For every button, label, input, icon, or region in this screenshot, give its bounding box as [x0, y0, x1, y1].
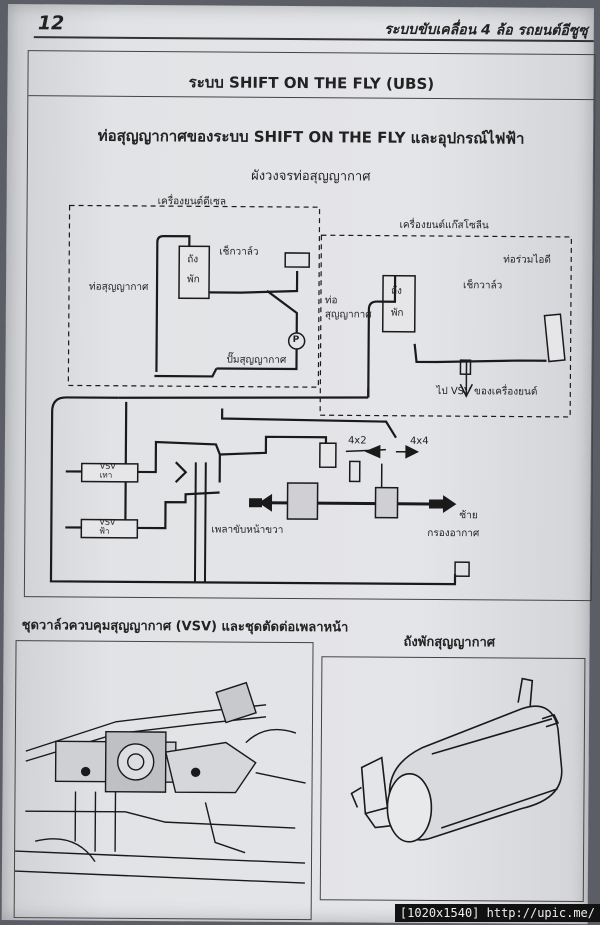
- section-frame: ระบบ SHIFT ON THE FLY (UBS) ท่อสุญญากาศข…: [23, 50, 596, 602]
- label-check-valve-diesel: เช็กวาล์ว: [219, 246, 259, 258]
- label-vacuum-pipe-gas-2: สุญญากาศ: [324, 309, 372, 321]
- label-tank-gas-1: ถัง: [390, 285, 402, 297]
- label-tank-gas-2: พัก: [390, 307, 404, 319]
- label-check-valve-gas: เช็กวาล์ว: [463, 280, 503, 292]
- label-pump-symbol: P: [292, 334, 300, 346]
- label-air-filter: กรองอากาศ: [427, 527, 480, 540]
- label-vsv-gray-1: VSV: [99, 461, 116, 471]
- label-tank-diesel-1: ถัง: [187, 254, 199, 266]
- label-vsv-blue-2: ฟ้า: [99, 526, 110, 536]
- page-number: 12: [37, 12, 65, 35]
- section-subtitle: ท่อสุญญากาศของระบบ SHIFT ON THE FLY และอ…: [97, 126, 525, 148]
- label-tank-diesel-2: พัก: [187, 274, 200, 286]
- label-vacuum-pipe-diesel: ท่อสุญญากาศ: [88, 281, 149, 293]
- label-front-shaft: เพลาขับหน้าขวา: [211, 524, 284, 536]
- circuit-svg: [49, 204, 572, 586]
- vacuum-circuit-diagram: เครื่องยนต์ดีเซล เครื่องยนต์แก๊สโซลีน ถั…: [25, 181, 594, 595]
- vsv-assembly-panel: [13, 640, 314, 921]
- label-4x2: 4x2: [347, 435, 367, 447]
- caption-vsv-assembly: ชุดวาล์วควบคุมสุญญากาศ (VSV) และชุดตัดต่…: [21, 618, 349, 636]
- label-to-vsv: ไป VSV ของเครื่องยนต์: [436, 385, 538, 398]
- vsv-assembly-illustration: [14, 681, 306, 884]
- label-vsv-gray-2: เทา: [99, 470, 113, 480]
- label-intake-pipe: ท่อร่วมไอดี: [503, 254, 551, 266]
- label-vacuum-pipe-gas-1: ท่อ: [324, 295, 338, 307]
- label-vacuum-pump: ปั๊มสุญญากาศ: [226, 354, 287, 366]
- manual-page: 12 ระบบขับเคลื่อน 4 ล้อ รถยนต์อีซูซุ ระบ…: [1, 4, 596, 925]
- vacuum-tank-illustration: [350, 677, 563, 843]
- label-gasoline-engine: เครื่องยนต์แก๊สโซลีน: [399, 219, 489, 232]
- vacuum-tank-panel: [319, 656, 586, 903]
- label-left: ซ้าย: [459, 510, 478, 522]
- label-4x4: 4x4: [409, 435, 429, 447]
- label-vsv-blue-1: VSV: [99, 517, 116, 527]
- caption-vacuum-tank: ถังพักสุญญากาศ: [403, 634, 496, 651]
- label-diesel-engine: เครื่องยนต์ดีเซล: [157, 196, 227, 208]
- section-title: ระบบ SHIFT ON THE FLY (UBS): [188, 73, 435, 93]
- image-watermark: [1020x1540] http://upic.me/: [394, 904, 600, 922]
